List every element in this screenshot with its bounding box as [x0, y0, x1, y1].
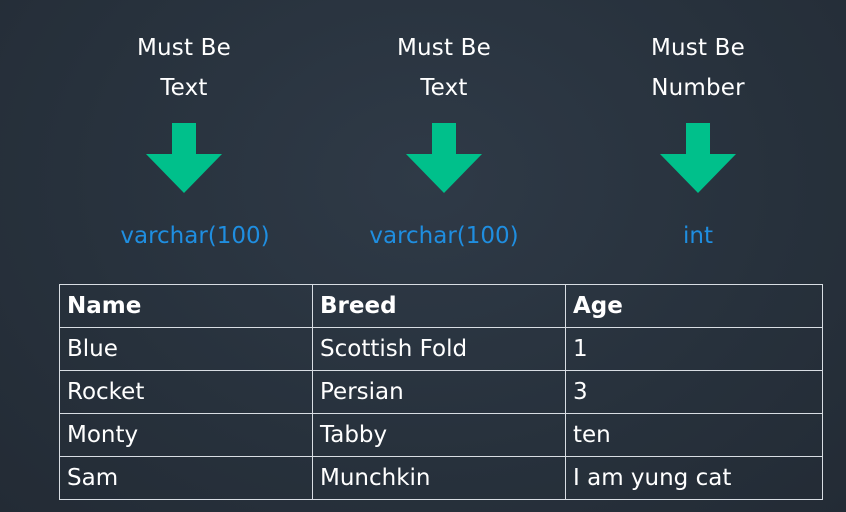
cell-age: 1	[565, 327, 823, 371]
down-arrow-icon	[660, 123, 736, 193]
constraint-label-line2: Text	[420, 75, 468, 101]
table-header-row: Name Breed Age	[59, 284, 823, 328]
datatype-name: varchar(100)	[120, 223, 270, 249]
cell-breed: Munchkin	[312, 456, 566, 500]
down-arrow-icon	[406, 123, 482, 193]
table-row: Blue Scottish Fold 1	[59, 327, 823, 371]
cell-age: I am yung cat	[565, 456, 823, 500]
header-breed: Breed	[312, 284, 566, 328]
constraint-label-line2: Number	[651, 75, 745, 101]
cell-name: Monty	[59, 413, 313, 457]
datatype-breed: varchar(100)	[369, 223, 519, 249]
table-row: Monty Tabby ten	[59, 413, 823, 457]
down-arrow-icon	[146, 123, 222, 193]
cell-breed: Persian	[312, 370, 566, 414]
cats-table: Name Breed Age Blue Scottish Fold 1 Rock…	[59, 284, 823, 500]
header-age: Age	[565, 284, 823, 328]
cell-name: Blue	[59, 327, 313, 371]
constraint-column-name: Must Be Text	[64, 28, 304, 193]
datatype-age: int	[683, 223, 713, 249]
constraint-column-age: Must Be Number	[578, 28, 818, 193]
table-row: Sam Munchkin I am yung cat	[59, 456, 823, 500]
cell-age: 3	[565, 370, 823, 414]
constraint-label-line1: Must Be	[396, 35, 492, 61]
table-row: Rocket Persian 3	[59, 370, 823, 414]
cell-breed: Scottish Fold	[312, 327, 566, 371]
cell-name: Rocket	[59, 370, 313, 414]
constraint-label-line1: Must Be	[650, 35, 746, 61]
cell-age: ten	[565, 413, 823, 457]
constraint-label-line2: Text	[160, 75, 208, 101]
cell-name: Sam	[59, 456, 313, 500]
cell-breed: Tabby	[312, 413, 566, 457]
constraint-column-breed: Must Be Text	[324, 28, 564, 193]
constraint-label-line1: Must Be	[136, 35, 232, 61]
header-name: Name	[59, 284, 313, 328]
